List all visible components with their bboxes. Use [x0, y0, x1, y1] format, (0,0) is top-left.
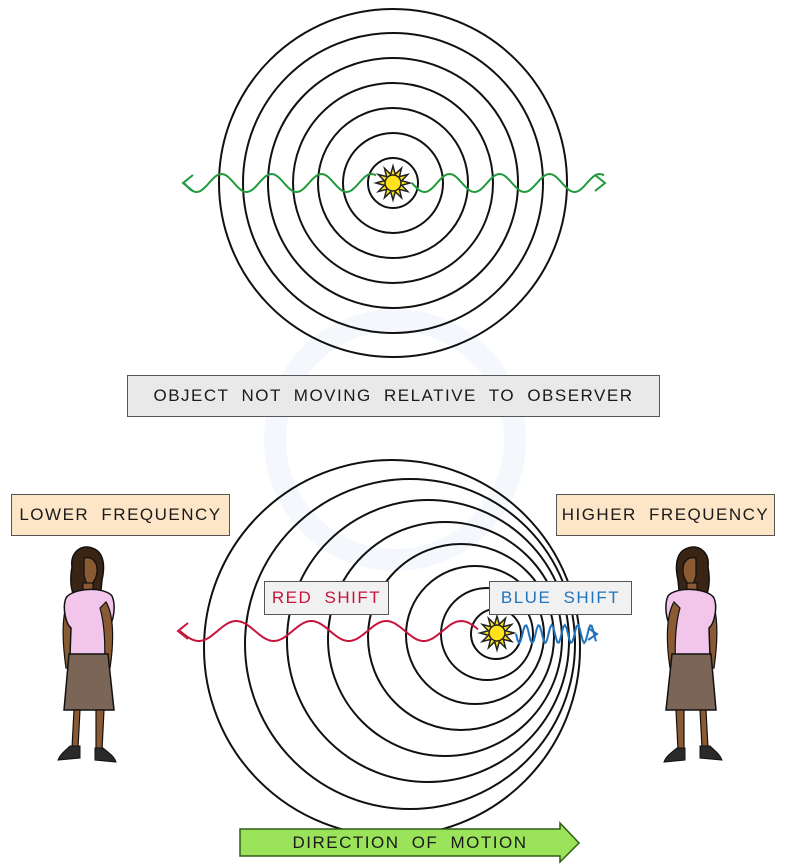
moving-wavefronts: [203, 459, 581, 837]
leg: [675, 709, 685, 751]
wavefront-ring: [218, 8, 568, 358]
stationary-label: OBJECT NOT MOVING RELATIVE TO OBSERVER: [127, 375, 660, 417]
wavefront-ring: [327, 521, 563, 757]
leg: [71, 709, 81, 749]
wavefront-ring: [292, 82, 494, 284]
wavefront-ring: [440, 587, 534, 681]
motion-arrow: [239, 821, 581, 864]
watermark: [264, 309, 526, 571]
wavefront-ring: [244, 478, 576, 810]
higher-frequency-label: HIGHER FREQUENCY: [556, 494, 775, 536]
wavefront-ring: [267, 57, 519, 309]
blue-wave: [515, 623, 597, 645]
wavefront-ring: [405, 565, 545, 705]
red-arrowhead: [176, 622, 189, 640]
observer-left: [57, 546, 117, 763]
star-core: [384, 174, 402, 192]
wavefront-ring: [367, 157, 419, 209]
leg: [95, 709, 105, 751]
observer-right: [663, 546, 723, 763]
shoe: [699, 745, 723, 761]
star-core: [488, 624, 506, 642]
leg: [699, 709, 709, 749]
lower-frequency-label: LOWER FREQUENCY: [11, 494, 230, 536]
shoe: [663, 747, 686, 763]
star-icon: [373, 163, 413, 203]
direction-of-motion-label: DIRECTION OF MOTION: [292, 833, 528, 852]
green-arrowhead-right: [594, 174, 607, 192]
blue-arrowhead: [587, 627, 599, 641]
shoe: [94, 747, 117, 763]
wavefront-ring: [367, 543, 555, 731]
shoe: [57, 745, 81, 761]
wavefront-ring: [342, 132, 444, 234]
wavefront-ring: [242, 32, 544, 334]
wavefront-ring: [317, 107, 469, 259]
green-wave: [183, 172, 605, 194]
skirt: [63, 653, 115, 711]
stationary-wavefronts: [218, 8, 568, 358]
skirt: [665, 653, 717, 711]
wavefront-ring: [203, 459, 581, 837]
red-wave: [179, 619, 479, 642]
star-icon: [477, 613, 517, 653]
green-arrowhead-left: [181, 174, 194, 192]
red-shift-label: RED SHIFT: [264, 581, 389, 615]
blue-shift-label: BLUE SHIFT: [489, 581, 632, 615]
